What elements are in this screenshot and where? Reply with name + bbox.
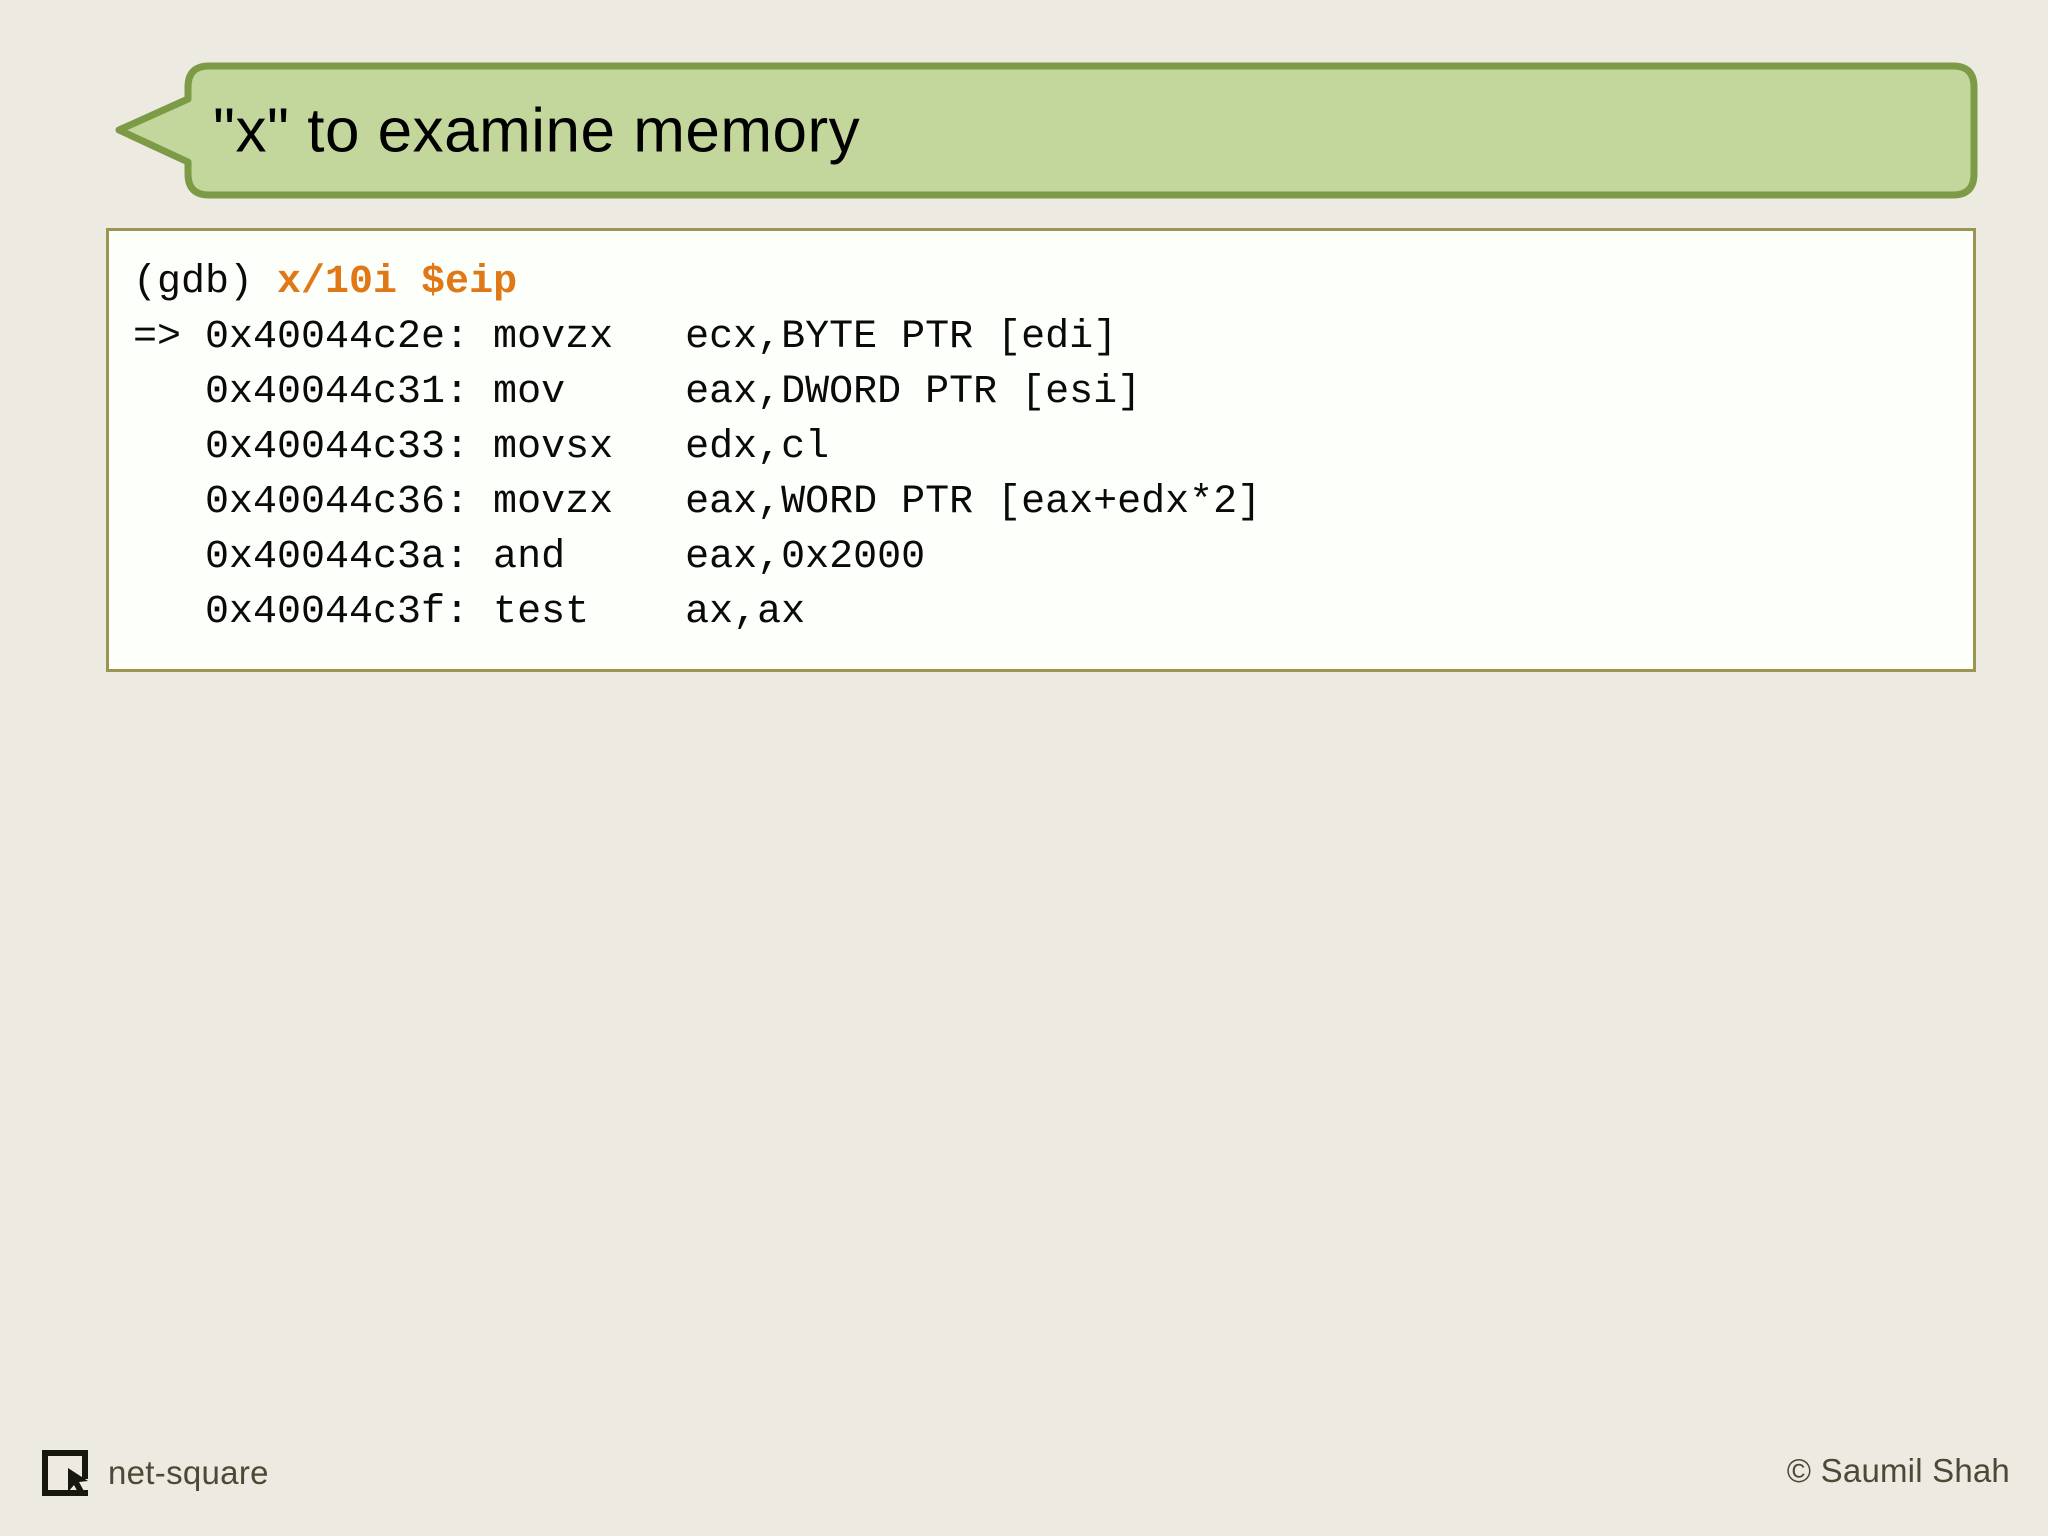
- callout-shape: [115, 62, 1978, 199]
- code-block: (gdb) x/10i $eip => 0x40044c2e: movzx ec…: [106, 228, 1976, 672]
- footer-brand: net-square: [38, 1446, 269, 1500]
- code-line: 0x40044c36: movzx eax,WORD PTR [eax+edx*…: [133, 480, 1262, 525]
- footer-copyright: © Saumil Shah: [1786, 1452, 2010, 1489]
- page-title: "x" to examine memory: [213, 96, 861, 165]
- net-square-logo-icon: [42, 1450, 88, 1496]
- gdb-command: x/10i $eip: [277, 260, 518, 305]
- code-line: 0x40044c3f: test ax,ax: [133, 590, 806, 635]
- title-callout: "x" to examine memory: [113, 62, 1978, 199]
- code-line: 0x40044c33: movsx edx,cl: [133, 425, 830, 470]
- footer-logo-text: net-square: [108, 1454, 269, 1491]
- gdb-prompt-label: (gdb): [133, 260, 278, 305]
- code-line: 0x40044c31: mov eax,DWORD PTR [esi]: [133, 370, 1142, 415]
- code-line: => 0x40044c2e: movzx ecx,BYTE PTR [edi]: [133, 315, 1118, 360]
- code-line-prompt: (gdb) x/10i $eip: [133, 255, 1973, 310]
- code-line: 0x40044c3a: and eax,0x2000: [133, 535, 926, 580]
